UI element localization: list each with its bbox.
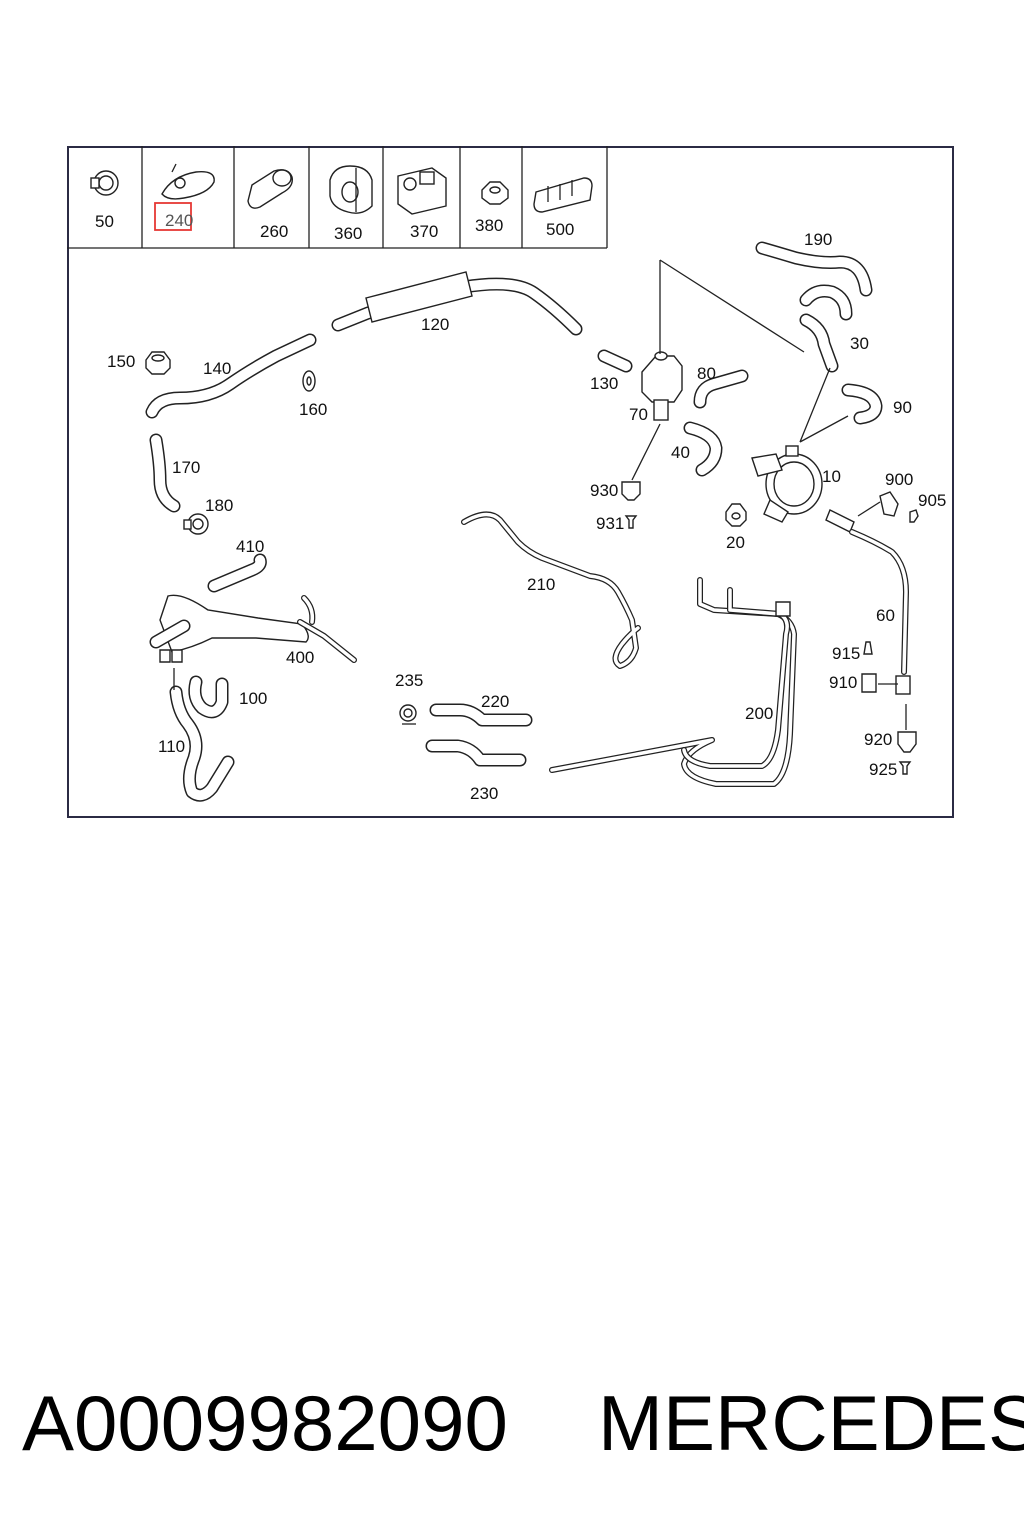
- legend-label-500: 500: [546, 220, 574, 239]
- part-number: A0009982090: [22, 1379, 508, 1467]
- label-220: 220: [481, 692, 509, 711]
- bracket-900[interactable]: [879, 491, 899, 517]
- label-150: 150: [107, 352, 135, 371]
- label-10: 10: [822, 467, 841, 486]
- hose-220[interactable]: [429, 703, 533, 727]
- label-80: 80: [697, 364, 716, 383]
- label-190: 190: [804, 230, 832, 249]
- hose-100[interactable]: [188, 675, 229, 719]
- hose-80[interactable]: [693, 369, 749, 409]
- diagram-frame: [67, 146, 954, 818]
- highlight-box: [154, 202, 192, 231]
- hose-230[interactable]: [425, 739, 527, 767]
- assembly-400[interactable]: [149, 594, 357, 663]
- bracket-920[interactable]: [897, 731, 917, 753]
- screw-931[interactable]: [624, 515, 638, 529]
- hose-110[interactable]: [169, 685, 235, 802]
- valve-70[interactable]: [641, 351, 683, 421]
- label-930: 930: [590, 481, 618, 500]
- legend-label-50: 50: [95, 212, 114, 231]
- hose-190[interactable]: [755, 241, 873, 321]
- legend-grid: [67, 146, 608, 249]
- connector-910[interactable]: [861, 673, 877, 693]
- label-140: 140: [203, 359, 231, 378]
- leader-lines: [173, 259, 907, 730]
- label-915: 915: [832, 644, 860, 663]
- label-120: 120: [421, 315, 449, 334]
- label-230: 230: [470, 784, 498, 803]
- legend-label-240: 240: [165, 211, 193, 230]
- washer-160[interactable]: [302, 370, 316, 392]
- label-400: 400: [286, 648, 314, 667]
- bracket-icon[interactable]: [397, 167, 447, 215]
- nut-20[interactable]: [725, 503, 747, 527]
- hose-140[interactable]: [145, 333, 317, 419]
- hose-40[interactable]: [683, 421, 723, 477]
- pipe-200[interactable]: [549, 577, 797, 787]
- brand-name: MERCEDES: [598, 1379, 1024, 1467]
- label-200: 200: [745, 704, 773, 723]
- label-40: 40: [671, 443, 690, 462]
- legend-label-380: 380: [475, 216, 503, 235]
- label-900: 900: [885, 470, 913, 489]
- screw-905[interactable]: [909, 509, 919, 523]
- label-160: 160: [299, 400, 327, 419]
- label-410: 410: [236, 537, 264, 556]
- legend-label-360: 360: [334, 224, 362, 243]
- clamp-icon[interactable]: [90, 170, 119, 196]
- hose-120[interactable]: [331, 271, 583, 336]
- rubber-mount-icon[interactable]: [329, 165, 373, 214]
- grommet-icon[interactable]: [161, 163, 215, 200]
- pin-915[interactable]: [863, 641, 873, 655]
- label-170: 170: [172, 458, 200, 477]
- harness-60[interactable]: [825, 509, 911, 695]
- screw-925[interactable]: [898, 761, 912, 775]
- clamp-180[interactable]: [183, 513, 209, 535]
- legend-label-370: 370: [410, 222, 438, 241]
- hose-30[interactable]: [799, 313, 839, 373]
- label-30: 30: [850, 334, 869, 353]
- label-180: 180: [205, 496, 233, 515]
- hose-sleeve-icon[interactable]: [247, 169, 293, 209]
- pump-10[interactable]: [751, 445, 823, 523]
- hose-170[interactable]: [149, 433, 181, 513]
- insulation-sleeve-icon[interactable]: [533, 177, 593, 213]
- bracket-930[interactable]: [621, 481, 641, 501]
- label-100: 100: [239, 689, 267, 708]
- label-910: 910: [829, 673, 857, 692]
- label-905: 905: [918, 491, 946, 510]
- hose-410[interactable]: [207, 553, 267, 593]
- label-90: 90: [893, 398, 912, 417]
- label-70: 70: [629, 405, 648, 424]
- label-130: 130: [590, 374, 618, 393]
- nut-icon[interactable]: [481, 181, 509, 205]
- label-920: 920: [864, 730, 892, 749]
- nut-150[interactable]: [145, 351, 171, 375]
- legend-label-260: 260: [260, 222, 288, 241]
- part-130[interactable]: [597, 349, 633, 373]
- label-110: 110: [158, 737, 185, 756]
- pipe-210[interactable]: [461, 511, 641, 669]
- label-931: 931: [596, 514, 624, 533]
- label-60: 60: [876, 606, 895, 625]
- label-235: 235: [395, 671, 423, 690]
- label-210: 210: [527, 575, 555, 594]
- clamp-235[interactable]: [399, 704, 417, 725]
- label-20: 20: [726, 533, 745, 552]
- hose-90[interactable]: [841, 383, 883, 425]
- label-925: 925: [869, 760, 897, 779]
